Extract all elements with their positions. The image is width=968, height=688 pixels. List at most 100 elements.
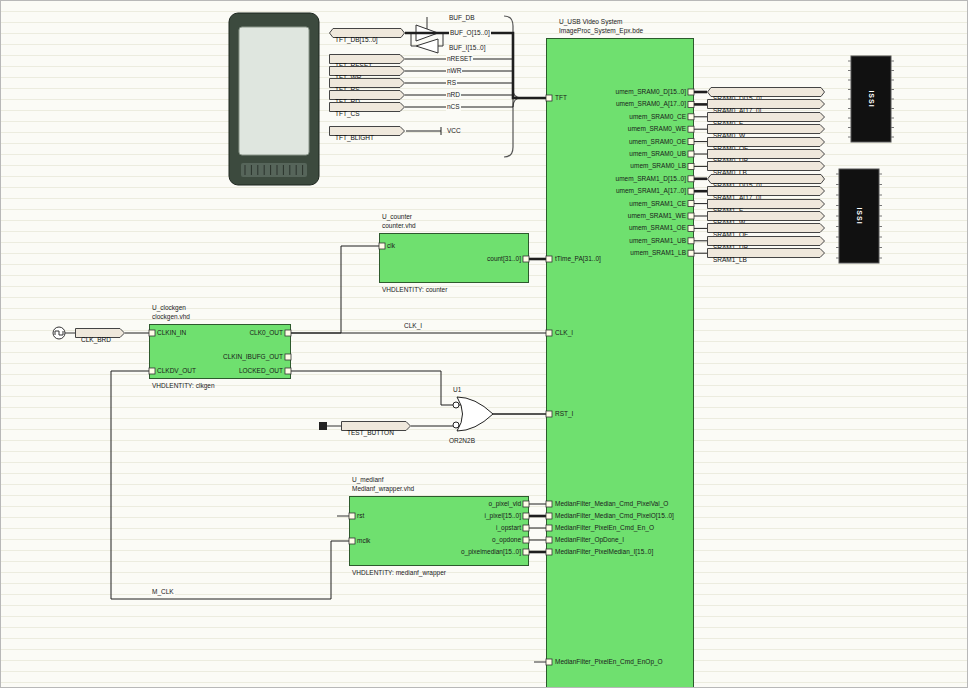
wire: [694, 228, 707, 229]
net-name: CLK_I: [403, 322, 423, 330]
pin-square: [688, 213, 694, 219]
chip-pin: [836, 184, 839, 185]
chip-pin: [836, 237, 839, 238]
chip-pin: [891, 89, 894, 90]
pin-square: [523, 513, 529, 519]
chip-pin: [836, 226, 839, 227]
port-connector: SRAM1_E: [707, 199, 825, 209]
chip-pin: [879, 237, 882, 238]
chip-pin: [879, 195, 882, 196]
sram-chip: [848, 56, 894, 142]
instance-heading: U_medianf: [352, 476, 383, 484]
signal-name: CLKIN_IBUFG_OUT: [223, 353, 283, 361]
signal-name: i_pixel[15..0]: [485, 512, 522, 520]
port-connector: SRAM0_OE: [707, 137, 825, 147]
signal-name: CLK0_OUT: [249, 329, 283, 337]
chip-pin: [879, 247, 882, 248]
wire: [694, 116, 707, 117]
pin-square: [688, 201, 694, 207]
port-connector: SRAM0_E: [707, 112, 825, 122]
pin-square: [349, 513, 355, 519]
chip-pin: [848, 108, 851, 109]
signal-name: CLKDV_OUT: [157, 367, 196, 375]
pin-square: [546, 513, 552, 519]
pin-square: [546, 256, 552, 262]
chip-pin: [848, 70, 851, 71]
port-connector: SRAM0_W: [707, 124, 825, 134]
instance-heading: clockgen.vhd: [152, 313, 190, 321]
chip-pin: [891, 61, 894, 62]
chip-pin: [891, 137, 894, 138]
pin-square: [546, 330, 552, 336]
input-stub: [327, 426, 341, 427]
pin-stub: [534, 662, 546, 663]
pin-square: [688, 238, 694, 244]
wire: [529, 504, 546, 505]
signal-name: umem_SRAM1_CE: [629, 200, 686, 208]
signal-name: MedianFilter_PixelMedian_I[15..0]: [555, 548, 653, 556]
port-name: CLK_BRD: [75, 335, 111, 345]
signal-name: count[31..0]: [487, 255, 521, 263]
pin-square: [688, 89, 694, 95]
port-connector: CLK_BRD: [75, 328, 125, 338]
pin-square: [688, 188, 694, 194]
port-connector: TFT_WR: [329, 66, 405, 76]
chip-pin: [891, 127, 894, 128]
wire: [529, 540, 546, 541]
button-input-symbol: [319, 422, 327, 430]
entity-footer: VHDLENTITY: clkgen: [152, 382, 215, 390]
signal-name: mclk: [357, 537, 370, 545]
wire: [529, 551, 546, 554]
signal-name: umem_SRAM0_UB: [629, 150, 686, 158]
chip-pin: [836, 258, 839, 259]
wire: [694, 240, 707, 241]
port-connector: TFT_DB[15..0]: [329, 28, 405, 38]
chip-pin: [891, 118, 894, 119]
clock-input-symbol: [53, 327, 65, 339]
pin-square: [523, 537, 529, 543]
wire: [694, 203, 707, 204]
wire: [291, 333, 546, 334]
signal-name: umem_SRAM0_D[15..0]: [616, 88, 686, 96]
entity-footer: VHDLENTITY: medianf_wrapper: [352, 569, 446, 577]
chip-pin: [891, 108, 894, 109]
signal-name: MedianFilter_PixelEn_Cmd_EnOp_O: [555, 658, 663, 666]
port-connector: TFT_CS: [329, 102, 405, 112]
display-bezel-bottom: [241, 163, 307, 177]
port-name: TFT_DB[15..0]: [329, 35, 378, 45]
gate-label: U1: [453, 386, 461, 394]
port-connector: SRAM1_W: [707, 211, 825, 221]
wire: [405, 71, 546, 98]
chip-pin: [879, 258, 882, 259]
wire: [529, 258, 546, 261]
pin-square: [688, 126, 694, 132]
wire: [405, 33, 546, 98]
chip-pin: [879, 174, 882, 175]
pin-square: [149, 368, 155, 374]
pin-square: [688, 114, 694, 120]
wire: [694, 141, 707, 142]
pin-square: [688, 163, 694, 169]
chip-pin: [848, 99, 851, 100]
signal-name: RST_I: [555, 410, 573, 418]
wire: [411, 414, 546, 426]
port-name: SRAM1_LB: [707, 255, 747, 265]
port-connector: SRAM0_UB: [707, 149, 825, 159]
pin-square: [688, 176, 694, 182]
port-connector: TFT_RD: [329, 90, 405, 100]
signal-name: nWR: [446, 67, 462, 75]
signal-name: nRD: [446, 91, 461, 99]
chip-pin: [848, 80, 851, 81]
signal-name: umem_SRAM1_UB: [629, 237, 686, 245]
inversion-bubble: [453, 422, 459, 428]
port-connector: TEST_BUTTON: [341, 421, 411, 431]
buffer-symbol: [416, 39, 438, 53]
pin-square: [523, 525, 529, 531]
wire: [694, 178, 707, 181]
signal-name: clk: [387, 242, 395, 250]
signal-name: CLK_I: [555, 329, 573, 337]
signal-name: MedianFilter_Median_Cmd_PixelVal_O: [555, 500, 668, 508]
signal-name: MedianFilter_Median_Cmd_PixelO[15..0]: [555, 512, 674, 520]
